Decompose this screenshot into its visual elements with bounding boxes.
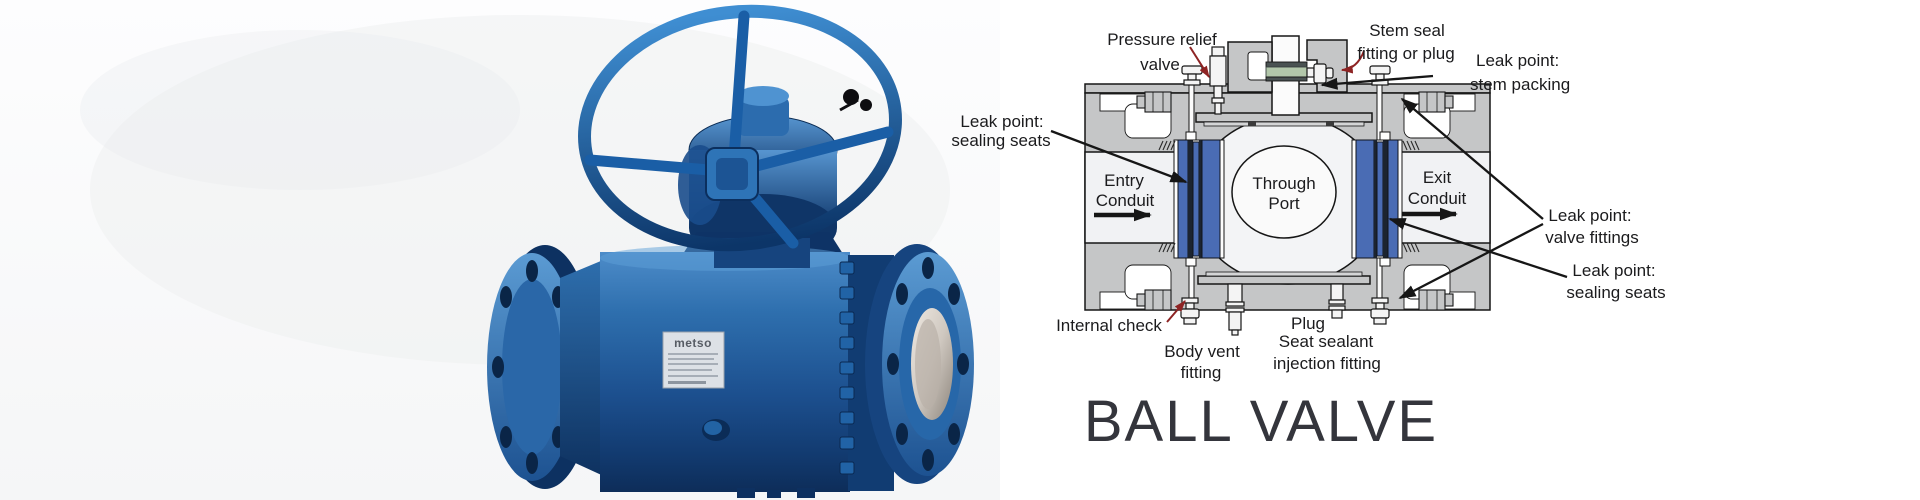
leak-arrow-sealing-seats-left xyxy=(1050,129,1188,184)
diagram-title: BALL VALVE xyxy=(1084,389,1438,454)
stem-seal-label-line1: Stem seal xyxy=(1369,21,1445,40)
through-port-label-line1: Through xyxy=(1252,174,1315,193)
pressure-relief-label-line2: valve xyxy=(1140,55,1180,74)
pressure-relief-valve-fitting xyxy=(1209,46,1227,115)
through-port-bore xyxy=(1231,145,1337,239)
valve-photo-pane: metso xyxy=(0,0,1000,500)
leak-arrow-sealing-seats-right xyxy=(1388,217,1568,279)
plug-label: Plug xyxy=(1291,314,1325,333)
leak-sealing-seats-left-label-line1: Leak point: xyxy=(960,112,1043,131)
entry-conduit-label-line2: Conduit xyxy=(1096,191,1155,210)
leak-valve-fittings-label-line1: Leak point: xyxy=(1548,206,1631,225)
photo-backdrop-streak xyxy=(80,30,520,190)
left-seat-assembly xyxy=(1173,131,1225,267)
bottom-plate xyxy=(1197,275,1371,285)
callout-arrow-pressure-relief xyxy=(1189,46,1210,79)
right-top-valve-fitting xyxy=(1369,65,1391,86)
leak-sealing-seats-right-label-line1: Leak point: xyxy=(1572,261,1655,280)
valve-cross-section xyxy=(1084,35,1491,336)
ball-valve-diagram: Pressure relief valve Stem seal fitting … xyxy=(951,21,1665,454)
ball-valve-diagram-pane: Pressure relief valve Stem seal fitting … xyxy=(940,0,1680,500)
leak-arrow-stem-packing xyxy=(1320,74,1434,90)
seat-sealant-label-line1: Seat sealant xyxy=(1279,332,1374,351)
left-top-valve-fitting xyxy=(1181,65,1203,86)
stem-packing xyxy=(1265,61,1308,82)
center-body-barrel xyxy=(600,252,850,492)
seat-sealant-label-line2: injection fitting xyxy=(1273,354,1381,373)
left-weld-neck xyxy=(560,258,608,478)
entry-conduit-label-line1: Entry xyxy=(1104,171,1144,190)
leak-arrow-valve-fitting-bottom xyxy=(1398,222,1544,300)
exit-conduit-bore xyxy=(1396,151,1491,244)
plug-fitting xyxy=(1328,283,1346,319)
brand-label: metso xyxy=(674,336,712,350)
bottom-drain-fittings xyxy=(737,488,815,498)
leak-valve-fittings-label-line2: valve fittings xyxy=(1545,228,1639,247)
closure-studs xyxy=(839,261,855,475)
through-port-label-line2: Port xyxy=(1268,194,1299,213)
leak-sealing-seats-right-label-line2: sealing seats xyxy=(1566,283,1665,302)
position-indicator-knob xyxy=(843,89,859,105)
body-hex-bolts xyxy=(1136,91,1454,311)
seat-sealant-injection-fitting-part xyxy=(1370,297,1390,325)
body-vent-label-line2: fitting xyxy=(1181,363,1222,382)
stem-seal-label-line2: fitting or plug xyxy=(1357,44,1454,63)
leak-stem-packing-label-line1: Leak point: xyxy=(1476,51,1559,70)
callout-arrows xyxy=(1166,46,1365,323)
internal-check-label: Internal check xyxy=(1056,316,1162,335)
handwheel xyxy=(578,4,902,252)
diagram-labels: Pressure relief valve Stem seal fitting … xyxy=(951,21,1665,382)
leak-arrows xyxy=(1050,74,1568,300)
callout-arrow-stem-seal xyxy=(1340,50,1365,74)
leak-stem-packing-label-line2: stem packing xyxy=(1470,75,1570,94)
right-flange-bolt-holes xyxy=(887,257,969,471)
leak-arrow-valve-fitting-top xyxy=(1400,97,1544,220)
callout-arrow-internal-check xyxy=(1166,300,1186,323)
body-vent-fitting-part xyxy=(1225,283,1245,336)
thread-hatch-marks xyxy=(1158,140,1420,253)
right-seat-assembly xyxy=(1351,131,1403,267)
handwheel-rim xyxy=(578,4,902,252)
entry-conduit-bore xyxy=(1084,151,1179,244)
exit-conduit-label-line1: Exit xyxy=(1423,168,1452,187)
valve-photo: metso xyxy=(0,0,1000,500)
valve-body: metso xyxy=(487,238,974,498)
exit-conduit-label-line2: Conduit xyxy=(1408,189,1467,208)
body-vent-label-line1: Body vent xyxy=(1164,342,1240,361)
pressure-relief-label-line1: Pressure relief xyxy=(1107,30,1217,49)
leak-sealing-seats-left-label-line2: sealing seats xyxy=(951,131,1050,150)
nameplate: metso xyxy=(662,331,725,389)
